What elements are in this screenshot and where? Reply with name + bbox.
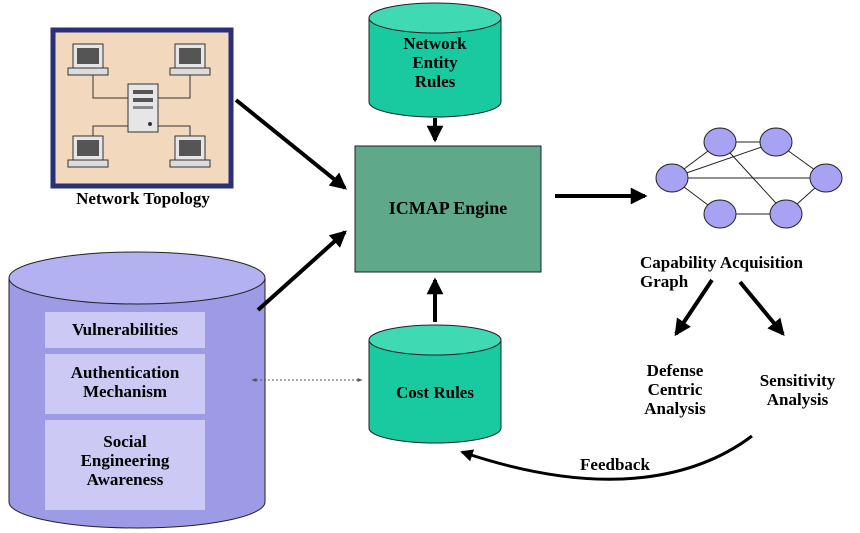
arrow-topology-to-engine	[234, 98, 347, 190]
graph-node	[703, 127, 737, 157]
computer-icon	[169, 43, 211, 76]
arrow-graph-to-sensitivity	[738, 280, 785, 336]
network-entity-rules-cylinder	[368, 2, 502, 118]
icmap-engine-label: ICMAP Engine	[388, 198, 508, 218]
sensitivity-analysis-label: Sensitivity Analysis	[759, 371, 836, 410]
arrow-database-to-engine	[256, 230, 347, 312]
social-engineering-awareness-label: Social Engineering Awareness	[80, 432, 170, 490]
cost-rules-cylinder	[368, 324, 502, 444]
capability-graph-label: Capability Acquisition Graph	[640, 253, 803, 292]
computer-icon	[67, 135, 109, 168]
defense-centric-analysis-label: Defense Centric Analysis	[644, 361, 706, 419]
network-entity-rules-label: Network Entity Rules	[403, 34, 467, 92]
graph-node	[655, 163, 689, 193]
db-panel-social-engineering	[45, 420, 205, 510]
graph-node	[703, 199, 737, 229]
graph-node	[809, 163, 843, 193]
network-topology-label: Network Topology	[76, 189, 210, 208]
computer-icon	[67, 43, 109, 76]
authentication-mechanism-label: Authentication Mechanism	[70, 363, 180, 402]
graph-node	[759, 127, 793, 157]
db-panel-vulnerabilities	[45, 312, 205, 348]
capability-graph-drawing	[655, 127, 843, 229]
icmap-engine-box	[354, 145, 542, 273]
feedback-arrow	[460, 434, 753, 481]
network-topology-box	[50, 27, 234, 189]
graph-node	[769, 199, 803, 229]
computer-icon	[169, 135, 211, 168]
vulnerabilities-label: Vulnerabilities	[71, 320, 179, 339]
database-cylinder	[8, 251, 266, 529]
arrow-graph-to-defense	[674, 278, 714, 337]
cost-rules-label: Cost Rules	[396, 383, 474, 402]
server-icon	[127, 83, 159, 133]
feedback-label: Feedback	[580, 455, 650, 474]
db-panel-authentication	[45, 354, 205, 414]
